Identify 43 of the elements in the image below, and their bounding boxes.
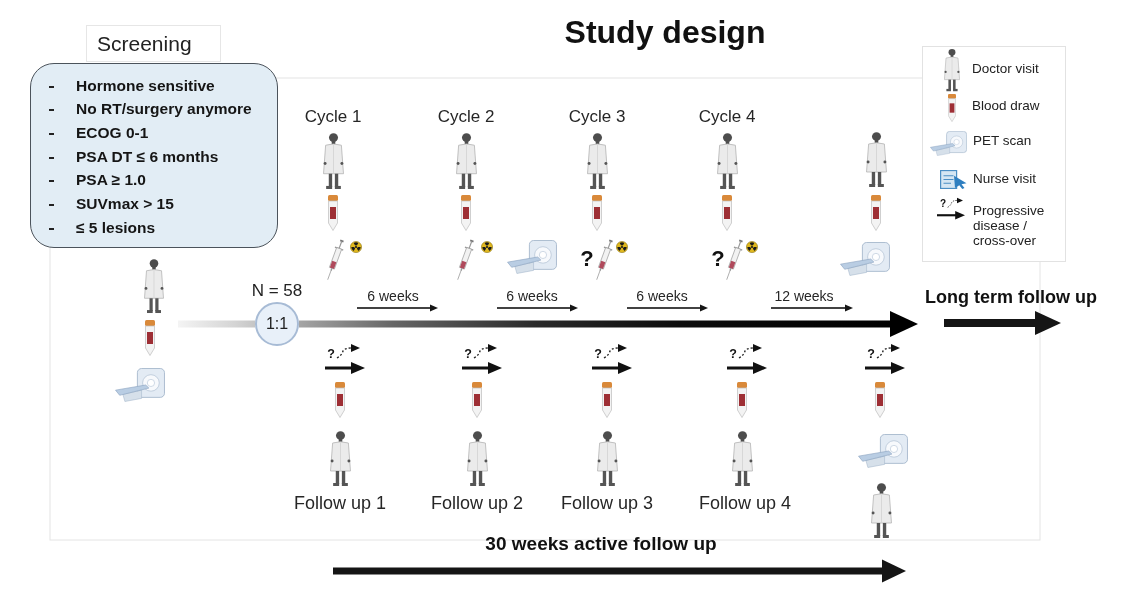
timeline-line <box>178 320 255 328</box>
question-mark: ? <box>594 346 602 362</box>
criterion-text: ≤ 5 lesions <box>76 217 156 238</box>
randomization-circle <box>255 302 299 346</box>
follow-up-label: Follow up 1 <box>293 492 387 514</box>
interval-label: 6 weeks <box>636 287 688 305</box>
criterion-text: PSA DT ≤ 6 months <box>76 146 219 167</box>
legend-text: Blood draw <box>972 98 1040 114</box>
follow-up-label: Follow up 4 <box>698 492 792 514</box>
question-mark: ? <box>939 198 947 210</box>
legend-text: Nurse visit <box>973 171 1036 187</box>
question-mark: ? <box>729 346 737 362</box>
question-mark: ? <box>711 246 725 272</box>
criterion-text: ECOG 0-1 <box>76 122 149 143</box>
phase-label: Long term follow up <box>925 286 1097 308</box>
timeline-arrow <box>299 311 918 337</box>
duration-label: 30 weeks active follow up <box>485 533 717 555</box>
question-mark: ? <box>464 346 472 362</box>
legend-text: PET scan <box>973 133 1032 149</box>
cycle-label: Cycle 1 <box>304 107 362 127</box>
header-panel <box>86 25 221 62</box>
legend-text: Progressive disease / cross-over <box>973 202 1046 248</box>
interval-label: 6 weeks <box>367 287 419 305</box>
sample-size-label: N = 58 <box>251 281 303 301</box>
question-mark: ? <box>580 246 594 272</box>
criterion-text: Hormone sensitive <box>76 75 215 96</box>
cycle-label: Cycle 3 <box>568 107 626 127</box>
legend-text: Doctor visit <box>972 61 1039 77</box>
cycle-label: Cycle 4 <box>698 107 756 127</box>
follow-up-label: Follow up 3 <box>560 492 654 514</box>
follow-up-label: Follow up 2 <box>430 492 524 514</box>
criterion-text: No RT/surgery anymore <box>76 99 252 120</box>
interval-label: 12 weeks <box>774 287 834 305</box>
criterion-text: SUVmax > 15 <box>76 194 174 214</box>
ratio-text: 1:1 <box>265 315 289 333</box>
question-mark: ? <box>327 346 335 362</box>
header-text: Screening <box>97 31 192 56</box>
cycle-label: Cycle 2 <box>437 107 495 127</box>
question-mark: ? <box>867 346 875 362</box>
criterion-text: PSA ≥ 1.0 <box>76 170 146 191</box>
title: Study design <box>564 13 766 51</box>
criteria-panel <box>30 63 278 248</box>
interval-label: 6 weeks <box>506 287 558 305</box>
